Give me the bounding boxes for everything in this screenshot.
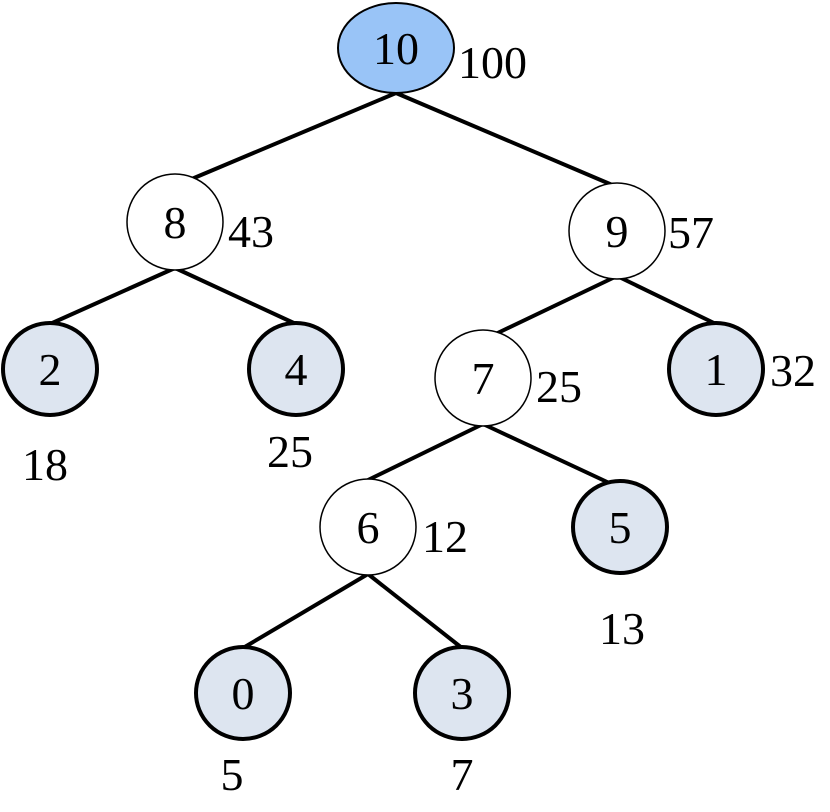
- node-label: 10: [373, 23, 419, 74]
- edge-n8-n2: [49, 266, 176, 326]
- edge-n6-n0: [241, 572, 370, 650]
- tree-node-10: 10: [337, 2, 455, 94]
- node-label: 0: [232, 668, 255, 719]
- node-weight-10: 100: [458, 37, 527, 88]
- edge-n6-n3: [366, 572, 464, 650]
- node-label: 5: [609, 502, 632, 553]
- tree-node-3: 3: [413, 645, 511, 741]
- node-circle: [319, 478, 417, 576]
- edge-n10-n8: [174, 91, 397, 188]
- tree-node-7: 7: [434, 329, 532, 427]
- node-weight-0: 5: [221, 749, 244, 800]
- node-circle: [247, 321, 345, 417]
- node-circle: [434, 329, 532, 427]
- node-label: 7: [472, 353, 495, 404]
- node-label: 6: [357, 502, 380, 553]
- tree-edges: [49, 91, 717, 650]
- node-circle: [568, 182, 666, 280]
- tree-node-9: 9: [568, 182, 666, 280]
- edge-n8-n4: [174, 266, 297, 326]
- edge-n10-n9: [395, 91, 618, 189]
- tree-node-4: 4: [247, 321, 345, 417]
- edge-n9-n1: [616, 274, 717, 326]
- node-weight-7: 25: [536, 361, 582, 412]
- tree-nodes: 10 8 9 2 4 7 1 6 5 0 3: [1, 2, 765, 741]
- node-label: 9: [606, 206, 629, 257]
- node-circle: [126, 173, 224, 271]
- node-label: 1: [705, 344, 728, 395]
- tree-node-1: 1: [667, 321, 765, 417]
- edge-n7-n5: [482, 422, 621, 490]
- node-weight-3: 7: [451, 749, 474, 800]
- edge-n7-n6: [367, 422, 484, 482]
- node-circle: [667, 321, 765, 417]
- node-weight-8: 43: [228, 206, 274, 257]
- node-label: 2: [39, 344, 62, 395]
- node-circle: [571, 479, 669, 575]
- node-weight-2: 18: [22, 439, 68, 490]
- node-circle: [194, 645, 292, 741]
- node-weight-9: 57: [668, 207, 714, 258]
- tree-node-8: 8: [126, 173, 224, 271]
- tree-node-5: 5: [571, 479, 669, 575]
- node-weight-4: 25: [267, 426, 313, 477]
- node-weight-6: 12: [422, 511, 468, 562]
- node-label: 3: [451, 668, 474, 719]
- node-weight-1: 32: [770, 345, 816, 396]
- node-weight-5: 13: [599, 603, 645, 654]
- node-circle: [413, 645, 511, 741]
- tree-node-6: 6: [319, 478, 417, 576]
- tree-node-0: 0: [194, 645, 292, 741]
- node-label: 8: [164, 197, 187, 248]
- node-label: 4: [285, 344, 308, 395]
- tree-node-2: 2: [1, 321, 99, 417]
- node-circle: [337, 2, 455, 94]
- node-circle: [1, 321, 99, 417]
- edge-n9-n7: [482, 274, 618, 342]
